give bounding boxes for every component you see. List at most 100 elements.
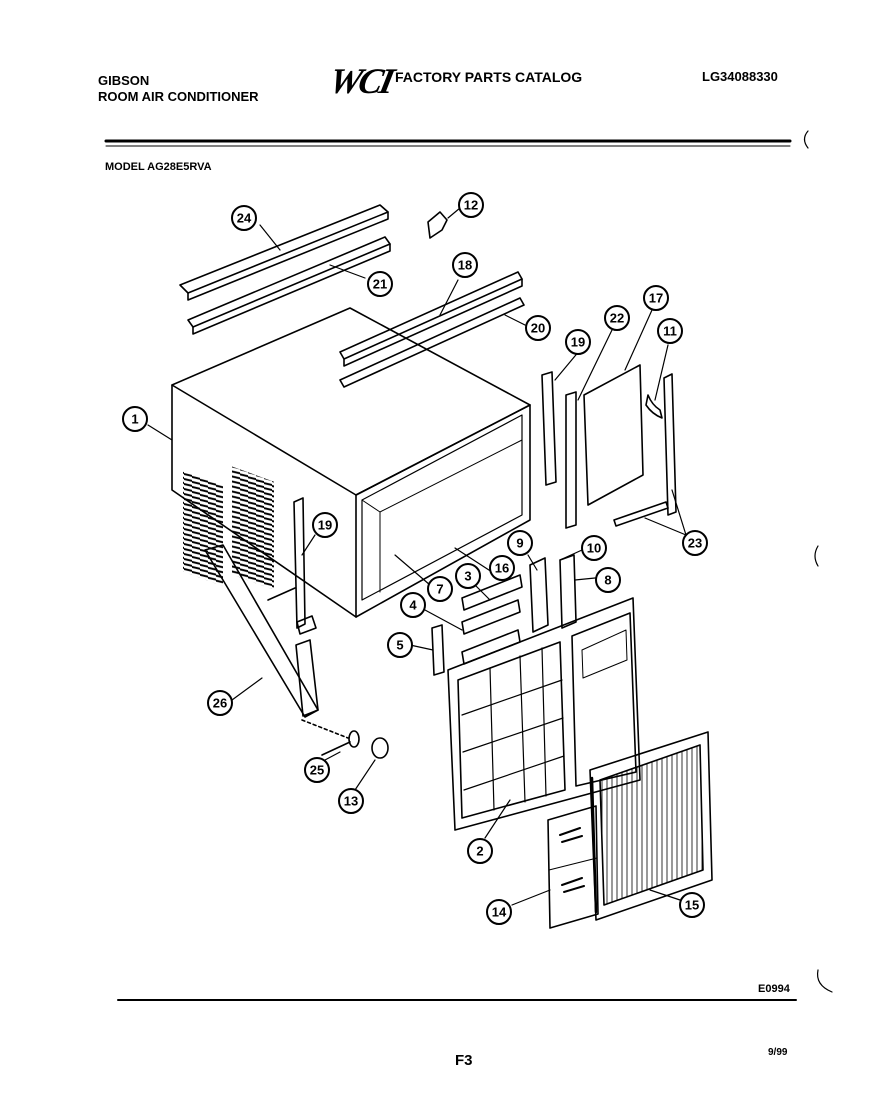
callout-number: 12 [464, 198, 478, 213]
catalog-title: FACTORY PARTS CATALOG [395, 69, 583, 85]
callout-number: 16 [495, 561, 509, 576]
callout-number: 10 [587, 541, 601, 556]
callout-circle [452, 252, 478, 278]
callout-circle [231, 205, 257, 231]
callout-number: 25 [310, 763, 324, 778]
callout-1: 1 [122, 406, 148, 432]
callout-circle [489, 555, 515, 581]
callout-circle [458, 192, 484, 218]
callout-19a: 19 [565, 329, 591, 355]
callout-circle [367, 271, 393, 297]
callout-number: 11 [663, 324, 677, 339]
callout-circle [595, 567, 621, 593]
callout-number: 26 [213, 696, 227, 711]
date-label: 9/99 [768, 1047, 788, 1058]
callout-circle [525, 315, 551, 341]
callout-26: 26 [207, 690, 233, 716]
callout-number: 15 [685, 898, 699, 913]
callout-15: 15 [679, 892, 705, 918]
callout-21: 21 [367, 271, 393, 297]
callout-circle [304, 757, 330, 783]
filter-part [547, 805, 599, 929]
callout-circle [122, 406, 148, 432]
callout-circle [338, 788, 364, 814]
diagram-code: E0994 [758, 983, 790, 995]
document-number: LG34088330 [702, 69, 778, 84]
callout-20: 20 [525, 315, 551, 341]
callout-circle [604, 305, 630, 331]
callout-number: 14 [492, 905, 507, 920]
margin-mark [814, 545, 819, 567]
leg-brackets [204, 497, 389, 759]
callout-circle [507, 530, 533, 556]
callout-circle [455, 563, 481, 589]
front-panel [589, 731, 713, 921]
callout-number: 18 [458, 258, 472, 273]
callout-number: 13 [344, 794, 358, 809]
callout-circle [467, 838, 493, 864]
model-label: MODEL AG28E5RVA [105, 161, 212, 173]
callout-number: 21 [373, 277, 387, 292]
callout-number: 23 [688, 536, 702, 551]
callout-circle [565, 329, 591, 355]
cabinet-part [171, 307, 531, 618]
page-label: F3 [455, 1052, 473, 1069]
callout-3: 3 [455, 563, 481, 589]
callout-24: 24 [231, 205, 257, 231]
callout-number: 19 [318, 518, 332, 533]
callout-circle [427, 576, 453, 602]
callout-circle [682, 530, 708, 556]
callout-number: 19 [571, 335, 585, 350]
callout-circle [657, 318, 683, 344]
margin-mark [816, 969, 833, 993]
header-brand-block: GIBSON ROOM AIR CONDITIONER [98, 73, 259, 105]
callout-circle [207, 690, 233, 716]
callout-22: 22 [604, 305, 630, 331]
callout-circle [643, 285, 669, 311]
callout-9: 9 [507, 530, 533, 556]
callout-14: 14 [486, 899, 512, 925]
top-rails [179, 204, 525, 388]
callout-number: 17 [649, 291, 663, 306]
callout-17: 17 [643, 285, 669, 311]
brand-name: GIBSON [98, 73, 150, 88]
callout-11: 11 [657, 318, 683, 344]
callout-circle [486, 899, 512, 925]
callout-2: 2 [467, 838, 493, 864]
callout-12: 12 [458, 192, 484, 218]
callout-10: 10 [581, 535, 607, 561]
callout-number: 8 [604, 573, 611, 588]
callout-number: 3 [464, 569, 471, 584]
callout-circle [581, 535, 607, 561]
callout-18: 18 [452, 252, 478, 278]
callout-4: 4 [400, 592, 426, 618]
callout-number: 20 [531, 321, 545, 336]
callout-number: 2 [476, 844, 483, 859]
callout-16: 16 [489, 555, 515, 581]
side-channels [541, 364, 677, 529]
callout-number: 9 [516, 536, 523, 551]
callout-19b: 19 [312, 512, 338, 538]
callout-number: 4 [409, 598, 417, 613]
callout-circle [400, 592, 426, 618]
callout-number: 1 [131, 412, 138, 427]
small-brackets [431, 554, 577, 676]
callout-circle [312, 512, 338, 538]
product-name: ROOM AIR CONDITIONER [98, 89, 259, 104]
callout-25: 25 [304, 757, 330, 783]
callout-number: 7 [436, 582, 443, 597]
callout-circle [387, 632, 413, 658]
callout-8: 8 [595, 567, 621, 593]
callout-circle [679, 892, 705, 918]
callout-23: 23 [682, 530, 708, 556]
callout-number: 24 [237, 211, 252, 226]
callout-7: 7 [427, 576, 453, 602]
callout-5: 5 [387, 632, 413, 658]
margin-mark [803, 130, 809, 149]
leader-lines [147, 207, 687, 906]
callout-number: 22 [610, 311, 624, 326]
callout-13: 13 [338, 788, 364, 814]
callout-number: 5 [396, 638, 403, 653]
